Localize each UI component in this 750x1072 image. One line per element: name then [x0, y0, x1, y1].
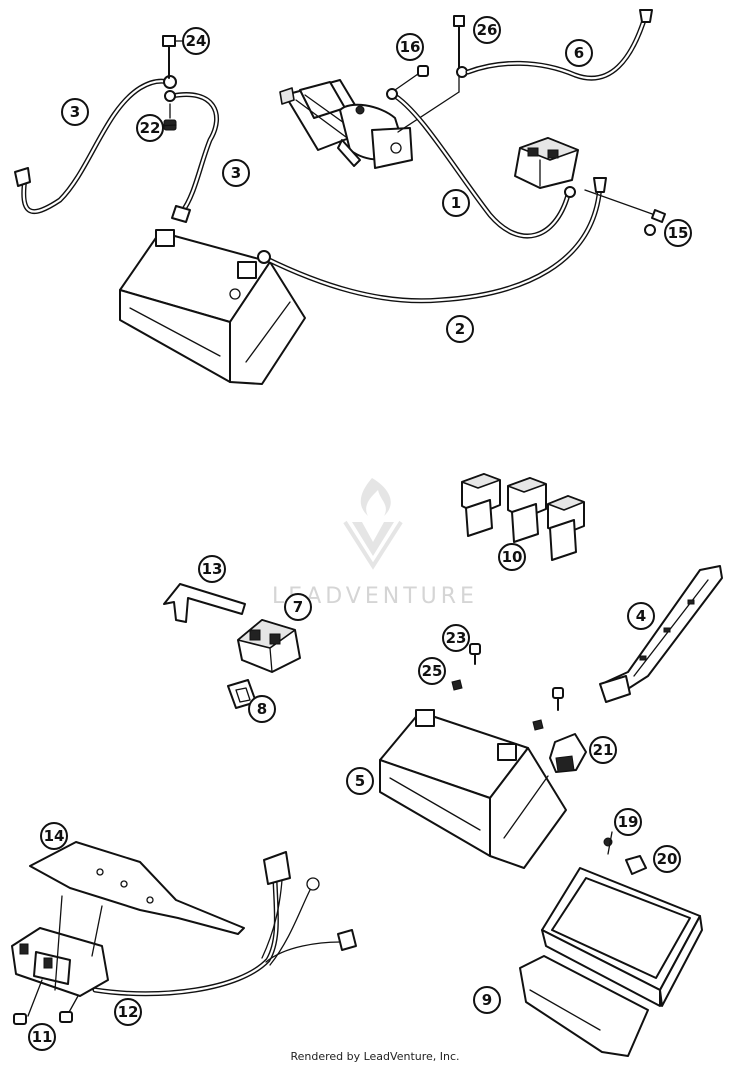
bolt-24 [162, 35, 176, 79]
callout-26[interactable]: 26 [473, 16, 501, 44]
battery-top [119, 229, 306, 385]
svg-text:21: 21 [593, 741, 614, 759]
svg-text:14: 14 [44, 827, 65, 845]
callout-3-right[interactable]: 3 [222, 159, 250, 187]
callout-9[interactable]: 9 [473, 986, 501, 1014]
control-module-12 [11, 895, 109, 997]
callout-5[interactable]: 5 [346, 767, 374, 795]
svg-text:22: 22 [140, 119, 161, 137]
fuse-set-10 [461, 473, 585, 561]
screws-11 [13, 979, 79, 1025]
battery-5 [379, 709, 567, 869]
svg-text:26: 26 [477, 21, 498, 39]
battery-cable-2 [257, 177, 607, 304]
svg-text:3: 3 [231, 164, 241, 182]
watermark: LEADVENTURE [272, 478, 474, 609]
terminal-cover-21 [549, 733, 587, 773]
callout-19[interactable]: 19 [614, 808, 642, 836]
starter-relay-top [514, 137, 579, 189]
svg-text:4: 4 [636, 607, 646, 625]
callout-23[interactable]: 23 [442, 624, 470, 652]
svg-text:16: 16 [400, 38, 421, 56]
callout-15[interactable]: 15 [664, 219, 692, 247]
callout-24[interactable]: 24 [182, 27, 210, 55]
svg-text:20: 20 [657, 850, 678, 868]
fuse-3 [547, 495, 585, 561]
svg-text:12: 12 [118, 1003, 139, 1021]
svg-text:8: 8 [257, 700, 267, 718]
flame-logo-icon [343, 478, 403, 570]
screw-battery-terminal [532, 687, 564, 731]
bracket-13 [163, 583, 246, 623]
svg-text:15: 15 [668, 224, 689, 242]
svg-text:9: 9 [482, 991, 492, 1009]
bolt-15 [584, 189, 666, 236]
svg-text:7: 7 [293, 598, 303, 616]
battery-strap-4 [599, 565, 723, 703]
footer-credit: Rendered by LeadVenture, Inc. [290, 1050, 459, 1063]
callout-13[interactable]: 13 [198, 555, 226, 583]
bolt-26 [397, 15, 468, 133]
callout-1[interactable]: 1 [442, 189, 470, 217]
fuse-2 [507, 477, 547, 543]
callout-20[interactable]: 20 [653, 845, 681, 873]
wiring-harness [92, 851, 357, 997]
svg-text:10: 10 [502, 548, 523, 566]
svg-text:11: 11 [32, 1028, 53, 1046]
svg-text:19: 19 [618, 813, 639, 831]
fuse-1 [461, 473, 501, 537]
callouts: 24 3 22 3 16 26 6 1 15 2 10 13 7 8 4 23 … [28, 16, 692, 1051]
battery-cable-3 [14, 75, 220, 223]
nut-25 [451, 679, 463, 691]
screw-23 [469, 643, 481, 665]
callout-14[interactable]: 14 [40, 822, 68, 850]
callout-8[interactable]: 8 [248, 695, 276, 723]
svg-text:13: 13 [202, 560, 223, 578]
callout-3-left[interactable]: 3 [61, 98, 89, 126]
starter-relay-7 [237, 619, 301, 673]
callout-16[interactable]: 16 [396, 33, 424, 61]
callout-22[interactable]: 22 [136, 114, 164, 142]
screw-16 [394, 65, 429, 91]
callout-25[interactable]: 25 [418, 657, 446, 685]
svg-text:24: 24 [186, 32, 207, 50]
clip-20 [625, 855, 647, 875]
svg-text:25: 25 [422, 662, 443, 680]
svg-text:6: 6 [574, 44, 584, 62]
callout-11[interactable]: 11 [28, 1023, 56, 1051]
svg-text:3: 3 [70, 103, 80, 121]
callout-21[interactable]: 21 [589, 736, 617, 764]
svg-text:5: 5 [355, 772, 365, 790]
callout-7[interactable]: 7 [284, 593, 312, 621]
callout-2[interactable]: 2 [446, 315, 474, 343]
callout-10[interactable]: 10 [498, 543, 526, 571]
callout-6[interactable]: 6 [565, 39, 593, 67]
starter-cable-1 [386, 88, 576, 239]
svg-text:23: 23 [446, 629, 467, 647]
svg-text:2: 2 [455, 320, 465, 338]
bracket-14 [29, 841, 245, 935]
battery-box-9 [519, 867, 703, 1057]
callout-4[interactable]: 4 [627, 602, 655, 630]
cable-6 [465, 9, 653, 81]
callout-12[interactable]: 12 [114, 998, 142, 1026]
starter-motor [279, 79, 413, 169]
svg-text:1: 1 [451, 194, 461, 212]
